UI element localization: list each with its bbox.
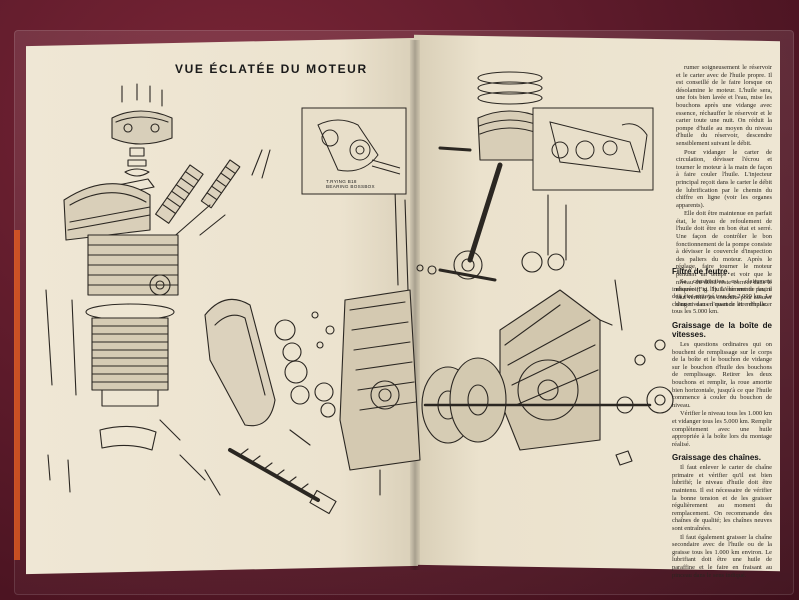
section-heading-boite: Graissage de la boîte de vitesses. [672, 320, 772, 339]
inset-caption-line-1: T.RYING B18 [326, 179, 357, 184]
crankcase-inset-right [532, 107, 654, 191]
section-boite-paragraph-1: Les questions ordinaires qui on bouchent… [672, 340, 772, 409]
inset-caption-line-2: BEARING BOSSBOX [326, 184, 375, 189]
sections-column: Filtre de feutre. Sa construction est cl… [672, 262, 772, 580]
section-chaines-paragraph-2: Il faut également graisser la chaîne sec… [672, 533, 772, 579]
intro-paragraph-3: Elle doit être maintenue en parfait état… [676, 210, 772, 309]
section-heading-chaines: Graissage des chaînes. [672, 453, 761, 463]
book-gutter [410, 40, 420, 570]
right-text-column: rumer soigneusement le réservoir et le c… [676, 64, 772, 310]
section-boite-paragraph-2: Vérifier le niveau tous les 1.000 km et … [672, 410, 772, 448]
section-filtre-paragraph-1: Sa construction est clairement indiquée … [672, 278, 772, 316]
intro-paragraph-2: Pour vidanger le carter de circulation, … [676, 148, 772, 209]
sleeve-edge [14, 230, 20, 560]
section-chaines-paragraph-1: Il faut enlever le carter de chaîne prim… [672, 464, 772, 533]
page-title: VUE ÉCLATÉE DU MOTEUR [175, 62, 368, 76]
inset-caption: T.RYING B18 BEARING BOSSBOX [326, 179, 375, 189]
intro-paragraph-1: rumer soigneusement le réservoir et le c… [676, 64, 772, 147]
crankcase-inset-left [301, 107, 407, 195]
section-heading-filtre: Filtre de feutre. [672, 267, 730, 276]
